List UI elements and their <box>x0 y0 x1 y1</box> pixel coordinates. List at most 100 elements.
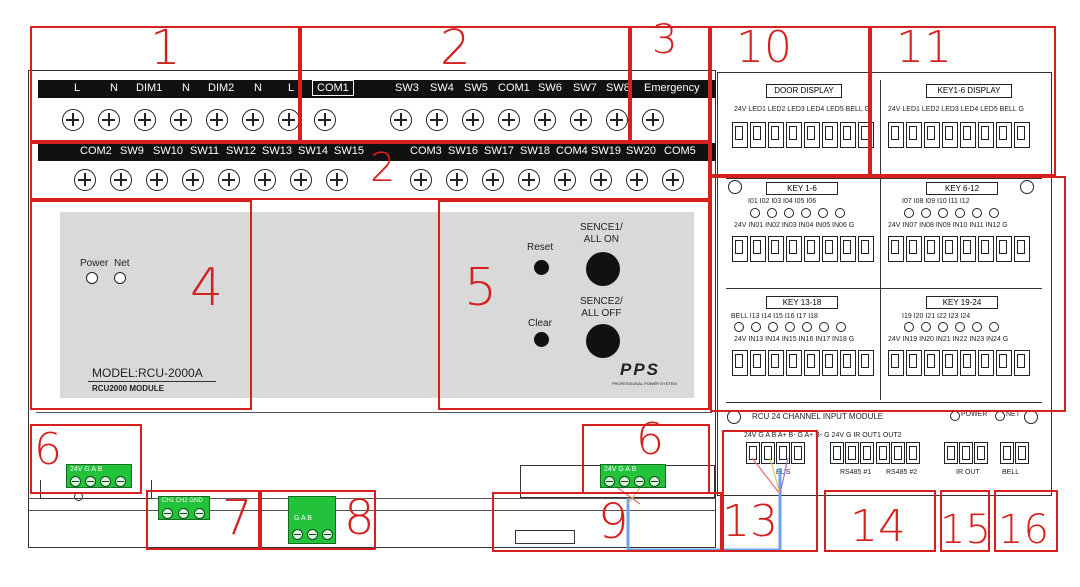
label-COM2: COM2 <box>80 145 112 157</box>
green-screw <box>178 508 189 519</box>
channel-terminal: CH1 CH2 GND <box>158 496 210 520</box>
indicator-led <box>955 208 965 218</box>
label-SW4: SW4 <box>430 82 454 94</box>
screw-terminal <box>110 169 132 191</box>
connector-pin <box>924 122 940 148</box>
callout-box-4 <box>30 200 252 410</box>
callout-box-6a <box>30 424 142 494</box>
green-screw <box>194 508 205 519</box>
panel-divider-v <box>880 80 881 400</box>
callout-1: 1 <box>150 20 181 76</box>
connector-pin <box>822 236 838 262</box>
model-underline <box>88 381 216 382</box>
label-N2: N <box>182 82 190 94</box>
connector-pin <box>1014 350 1030 376</box>
brand-logo: PPS <box>620 360 661 379</box>
screw-terminal <box>642 109 664 131</box>
callout-box-8 <box>260 490 376 550</box>
connector-pin <box>786 350 802 376</box>
callout-box-12 <box>710 176 1066 412</box>
clear-label: Clear <box>528 318 552 329</box>
connector-pin <box>924 236 940 262</box>
key-6-12-header: KEY 6-12 <box>926 182 998 195</box>
indicator-led <box>921 322 931 332</box>
connector-pin <box>804 122 820 148</box>
reset-button[interactable] <box>534 260 549 275</box>
device-inner-line <box>36 412 712 414</box>
connector-pin <box>768 122 784 148</box>
callout-3: 3 <box>652 17 678 63</box>
door-display-header: DOOR DISPLAY <box>766 84 842 98</box>
bottom-connector-pin <box>891 442 905 464</box>
connector-pin <box>840 122 856 148</box>
indicator-led <box>921 208 931 218</box>
screw-terminal <box>134 109 156 131</box>
bottom-connector-pin <box>906 442 920 464</box>
wire-e <box>779 457 789 495</box>
sence2-button[interactable] <box>586 324 620 358</box>
net-led <box>114 272 126 284</box>
key-display-pins: 24V LED1 LED2 LED3 LED4 LED5 BELL G <box>888 106 1024 113</box>
callout-13: 13 <box>722 496 778 547</box>
label-COM4: COM4 <box>556 145 588 157</box>
label-Emergency: Emergency <box>644 82 700 94</box>
label-COM5: COM5 <box>664 145 696 157</box>
indicator-led <box>750 208 760 218</box>
connector-pin <box>906 350 922 376</box>
indicator-led <box>802 322 812 332</box>
net-label: Net <box>114 258 130 269</box>
device-outline <box>28 70 716 548</box>
screw-terminal <box>390 109 412 131</box>
foot-left <box>40 480 152 499</box>
bottom-pin-labels: 24V G A B A+ B- G A+ B- G 24V G IR OUT1 … <box>744 432 902 439</box>
wire-a <box>617 487 641 505</box>
module-face <box>60 212 694 398</box>
screw-terminal <box>146 169 168 191</box>
indicator-led <box>904 208 914 218</box>
label-SW6: SW6 <box>538 82 562 94</box>
connector-pin <box>888 350 904 376</box>
bottom-connector-pin <box>791 442 805 464</box>
label-COM1b: COM1 <box>498 82 530 94</box>
io-labels-4: I19 I20 I21 I22 I23 I24 <box>902 313 971 320</box>
indicator-led <box>818 208 828 218</box>
in-labels-1: 24V IN01 IN02 IN03 IN04 IN05 IN06 G <box>734 222 855 229</box>
screw-terminal <box>290 169 312 191</box>
screw-terminal <box>462 109 484 131</box>
indicator-led <box>904 322 914 332</box>
bottom-connector-pin <box>845 442 859 464</box>
label-SW9: SW9 <box>120 145 144 157</box>
callout-11: 11 <box>896 22 952 73</box>
connector-pin <box>1014 122 1030 148</box>
label-SW5: SW5 <box>464 82 488 94</box>
screw-terminal <box>182 169 204 191</box>
sence1-button[interactable] <box>586 252 620 286</box>
connector-pin <box>804 350 820 376</box>
connector-pin <box>924 350 940 376</box>
indicator-led <box>989 208 999 218</box>
screw-terminal <box>518 169 540 191</box>
mounting-screw-left <box>728 180 742 194</box>
label-N: N <box>110 82 118 94</box>
screw-terminal <box>206 109 228 131</box>
callout-14: 14 <box>850 501 906 552</box>
label-SW7: SW7 <box>573 82 597 94</box>
bottom-connector-pin <box>746 442 760 464</box>
clear-button[interactable] <box>534 332 549 347</box>
label-N3: N <box>254 82 262 94</box>
indicator-led <box>784 208 794 218</box>
callout-box-11 <box>870 26 1056 176</box>
indicator-led <box>972 322 982 332</box>
connector-pin <box>996 350 1012 376</box>
callout-box-15 <box>940 490 990 552</box>
label-SW19: SW19 <box>591 145 621 157</box>
green-screw <box>85 476 96 487</box>
indicator-led <box>751 322 761 332</box>
indicator-led <box>835 208 845 218</box>
io-labels-3: BELL I13 I14 I15 I16 I17 I18 <box>731 313 818 320</box>
label-L2: L <box>288 82 295 94</box>
rs485-2-label: RS485 #2 <box>886 469 918 476</box>
bell-label: BELL <box>1002 469 1020 476</box>
sence1-label: SENCE1/ ALL ON <box>580 222 623 245</box>
wire-c <box>751 457 781 495</box>
